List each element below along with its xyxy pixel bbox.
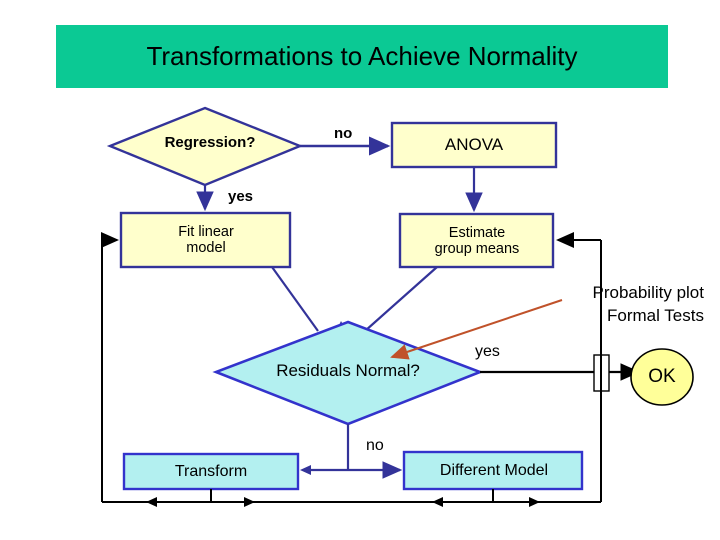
edge-label-regression-yes: yes xyxy=(228,188,254,205)
node-residuals-shape[interactable] xyxy=(212,320,484,426)
node-estimate-shape[interactable] xyxy=(398,212,555,269)
edge-label-residuals-no: no xyxy=(366,437,384,454)
node-fit-linear-shape[interactable] xyxy=(119,211,292,269)
title-banner: Transformations to Achieve Normality xyxy=(56,25,668,88)
annotation-arrow xyxy=(390,299,563,360)
page-title: Transformations to Achieve Normality xyxy=(146,41,578,71)
node-transform-shape[interactable] xyxy=(122,452,300,491)
edge-fitlinear-to-residuals xyxy=(271,266,319,332)
node-regression-shape[interactable] xyxy=(106,106,304,187)
edge-label-residuals-yes: yes xyxy=(475,343,500,360)
bus-arrowhead-mid-right xyxy=(432,497,443,507)
edge-arrowhead-transform xyxy=(300,465,311,475)
annotation-line-2: Formal Tests xyxy=(607,305,704,325)
bus-arrowhead-right xyxy=(529,497,540,507)
bus-arrowhead-left xyxy=(146,497,157,507)
node-anova-shape[interactable] xyxy=(390,121,558,169)
edge-estimate-to-residuals xyxy=(364,266,438,332)
edge-label-regression-no: no xyxy=(334,125,353,142)
bus-arrowhead-mid-left xyxy=(244,497,255,507)
node-different-model-shape[interactable] xyxy=(402,450,584,491)
annotation-note: Probability plot Formal Tests xyxy=(470,282,704,328)
annotation-line-1: Probability plot xyxy=(592,283,704,302)
node-ok-shape[interactable] xyxy=(630,348,694,406)
